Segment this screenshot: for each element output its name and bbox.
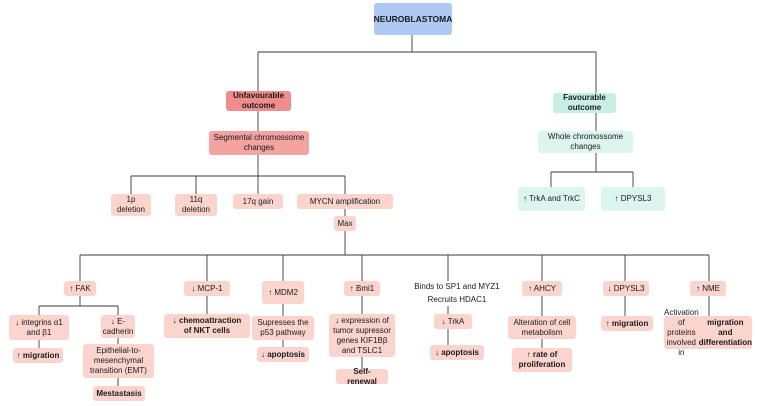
sp1-myz1-text: Binds to SP1 and MYZ1	[414, 281, 500, 291]
metabolism-node: Alteration of cell metabolism	[508, 316, 576, 339]
whole-changes-node: Whole chromossome changes	[538, 131, 633, 153]
ecadherin-node: ↓ E- cadherin	[101, 315, 135, 338]
unfavourable-outcome-node: Unfavourable outcome	[226, 91, 291, 111]
fak-node: ↑ FAK	[64, 281, 96, 296]
integrins-node: ↓ integrins α1 and β1	[9, 315, 69, 340]
activation-emphasis: migration and differentiation	[698, 317, 753, 347]
dpysl3-up-node: ↑ DPYSL3	[601, 187, 665, 211]
trka-down-node: ↓ TrkA	[434, 314, 472, 329]
trka-trkc-node: ↑ TrkA and TrkC	[518, 187, 585, 211]
17q-gain-node: 17q gain	[233, 194, 283, 209]
kif-node: ↓ expression of tumor supressor genes KI…	[329, 314, 395, 357]
max-node: Max	[334, 216, 356, 231]
metastasis-node: Mestastasis	[93, 386, 145, 401]
proliferation-node: ↑ rate of proliferation	[512, 348, 572, 372]
mcp1-node: ↓ MCP-1	[184, 281, 230, 296]
apoptosis-node-1: ↓ apoptosis	[257, 347, 309, 362]
connector-max	[79, 231, 710, 281]
connector-fak	[38, 296, 119, 386]
dpysl3-down-node: ↓ DPYSL3	[603, 281, 649, 296]
segmental-changes-node: Segmental chromossome changes	[209, 131, 309, 155]
activation-node: Activation of proteins involved in migra…	[664, 307, 753, 357]
connector-root	[257, 35, 597, 93]
connector-favourable	[550, 113, 634, 187]
nkt-node: ↓ chemoattraction of NKT cells	[164, 314, 250, 338]
connector-unfavourable	[130, 111, 346, 216]
nme-node: ↑ NME	[690, 281, 726, 296]
hdac1-text: Recruits HDAC1	[427, 294, 487, 304]
root-node: NEUROBLASTOMA	[374, 3, 452, 35]
self-renewal-node: Self-renewal	[336, 367, 388, 386]
mycn-amplification-node: MYCN amplification	[297, 194, 393, 209]
11q-deletion-node: 11q deletion	[175, 194, 217, 216]
migration-node-1: ↑ migration	[13, 348, 63, 363]
apoptosis-node-2: ↓ apoptosis	[430, 345, 484, 360]
emt-node: Epithelial-to- mesenchymal transition (E…	[83, 344, 154, 378]
migration-node-2: ↑ migration	[601, 316, 653, 331]
mdm2-node: ↑ MDM2	[262, 281, 304, 304]
favourable-outcome-node: Favourable outcome	[553, 93, 616, 113]
bmi1-node: ↑ Bmi1	[344, 281, 380, 296]
ahcy-node: ↑ AHCY	[522, 281, 562, 296]
p53-node: Supresses the p53 pathway	[252, 316, 314, 340]
1p-deletion-node: 1p deletion	[111, 194, 151, 216]
